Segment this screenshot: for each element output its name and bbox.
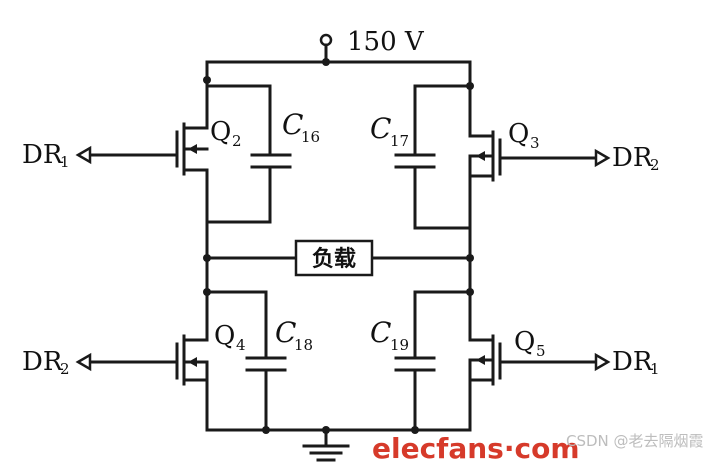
ground-symbol bbox=[302, 428, 350, 462]
transistor-q4 bbox=[75, 290, 209, 432]
dr1-right-label-sub: 1 bbox=[650, 360, 660, 378]
c19-label-sub: 19 bbox=[390, 336, 409, 354]
watermark-credit: CSDN @老去隔烟霞 bbox=[566, 432, 704, 450]
dr2-left-label: DR bbox=[22, 347, 64, 377]
q4-label: Q bbox=[214, 321, 235, 351]
dr2-right-label: DR bbox=[612, 143, 654, 173]
dr1-left-label: DR bbox=[22, 140, 64, 170]
c17-label-sub: 17 bbox=[390, 132, 409, 150]
q2-label-sub: 2 bbox=[232, 132, 242, 150]
c18-label-sub: 18 bbox=[294, 336, 313, 354]
transistor-q3 bbox=[468, 84, 611, 230]
transistor-q5 bbox=[468, 290, 611, 432]
q5-label-sub: 5 bbox=[536, 342, 546, 360]
c19-label: C bbox=[370, 316, 391, 349]
load-box bbox=[294, 239, 374, 277]
dr1-left-label-sub: 1 bbox=[60, 153, 70, 171]
watermark-site: elecfans·com bbox=[372, 432, 580, 464]
q2-label: Q bbox=[210, 117, 231, 147]
supply-terminal bbox=[319, 33, 333, 66]
c16-label-sub: 16 bbox=[301, 128, 320, 146]
capacitor-c19 bbox=[394, 290, 472, 432]
q3-label-sub: 3 bbox=[530, 134, 540, 152]
q3-label: Q bbox=[508, 119, 529, 149]
supply-voltage-label: 150 V bbox=[347, 27, 425, 57]
capacitor-c16 bbox=[205, 84, 292, 224]
c17-label: C bbox=[370, 112, 391, 145]
transistor-q2 bbox=[75, 78, 209, 224]
dr2-left-label-sub: 2 bbox=[60, 360, 70, 378]
capacitor-c18 bbox=[205, 290, 287, 432]
c18-label: C bbox=[275, 316, 296, 349]
dr1-right-label: DR bbox=[612, 347, 654, 377]
q4-label-sub: 4 bbox=[236, 336, 246, 354]
load-branch bbox=[203, 220, 474, 294]
c16-label: C bbox=[282, 108, 303, 141]
capacitor-c17 bbox=[394, 84, 472, 230]
q5-label: Q bbox=[514, 327, 535, 357]
dr2-right-label-sub: 2 bbox=[650, 156, 660, 174]
load-label: 负载 bbox=[312, 246, 356, 272]
